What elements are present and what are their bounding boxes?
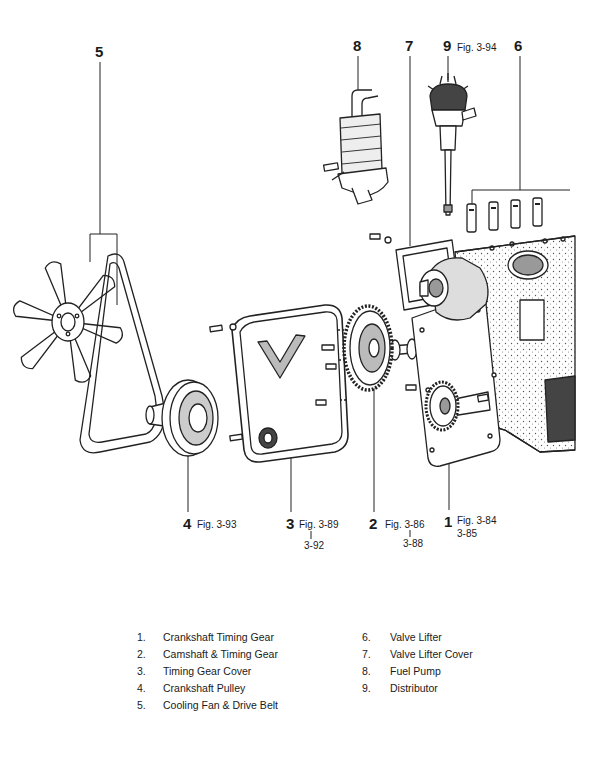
callout-number: 9 bbox=[443, 38, 451, 55]
figure-reference: Fig. 3-86 bbox=[385, 519, 424, 530]
timing-gear-cover bbox=[232, 305, 348, 462]
figure-reference: 3-85 bbox=[457, 528, 477, 539]
fuel-pump bbox=[324, 90, 388, 204]
legend-number: 5. bbox=[137, 700, 146, 712]
valve-lifters bbox=[467, 198, 542, 232]
callout-number: 7 bbox=[405, 38, 413, 55]
bolts bbox=[210, 234, 416, 441]
callout-number: 1 bbox=[444, 514, 452, 531]
figure-reference: 3-92 bbox=[304, 540, 324, 551]
legend-number: 8. bbox=[362, 666, 371, 678]
part-name: Camshaft & Timing Gear bbox=[163, 649, 278, 661]
callout-number: 6 bbox=[514, 38, 522, 55]
part-name: Fuel Pump bbox=[390, 666, 441, 678]
part-name: Valve Lifter bbox=[390, 632, 442, 644]
legend-number: 1. bbox=[137, 632, 146, 644]
figure-reference: Fig. 3-94 bbox=[457, 42, 496, 53]
legend-number: 3. bbox=[137, 666, 146, 678]
legend-number: 6. bbox=[362, 632, 371, 644]
figure-reference: Fig. 3-84 bbox=[457, 515, 496, 526]
figure-reference: 3-88 bbox=[403, 538, 423, 549]
legend-number: 4. bbox=[137, 683, 146, 695]
legend-number: 7. bbox=[362, 649, 371, 661]
part-name: Crankshaft Pulley bbox=[163, 683, 245, 695]
callout-number: 2 bbox=[369, 516, 377, 533]
part-name: Cooling Fan & Drive Belt bbox=[163, 700, 278, 712]
legend-number: 2. bbox=[137, 649, 146, 661]
figure-reference: Fig. 3-89 bbox=[299, 519, 338, 530]
distributor bbox=[428, 73, 476, 215]
crankshaft-pulley bbox=[146, 380, 218, 456]
part-name: Distributor bbox=[390, 683, 438, 695]
engine-front-plate bbox=[412, 296, 500, 467]
legend-number: 9. bbox=[362, 683, 371, 695]
cooling-fan bbox=[12, 260, 124, 384]
figure-reference: Fig. 3-93 bbox=[197, 519, 236, 530]
crankshaft-timing-gear bbox=[426, 382, 490, 430]
callout-number: 5 bbox=[95, 44, 103, 61]
part-name: Valve Lifter Cover bbox=[390, 649, 473, 661]
part-name: Timing Gear Cover bbox=[163, 666, 251, 678]
callout-number: 4 bbox=[183, 516, 191, 533]
callout-number: 3 bbox=[286, 516, 294, 533]
water-pump bbox=[420, 258, 488, 320]
callout-number: 8 bbox=[353, 38, 361, 55]
part-name: Crankshaft Timing Gear bbox=[163, 632, 274, 644]
drive-belt bbox=[80, 254, 164, 453]
